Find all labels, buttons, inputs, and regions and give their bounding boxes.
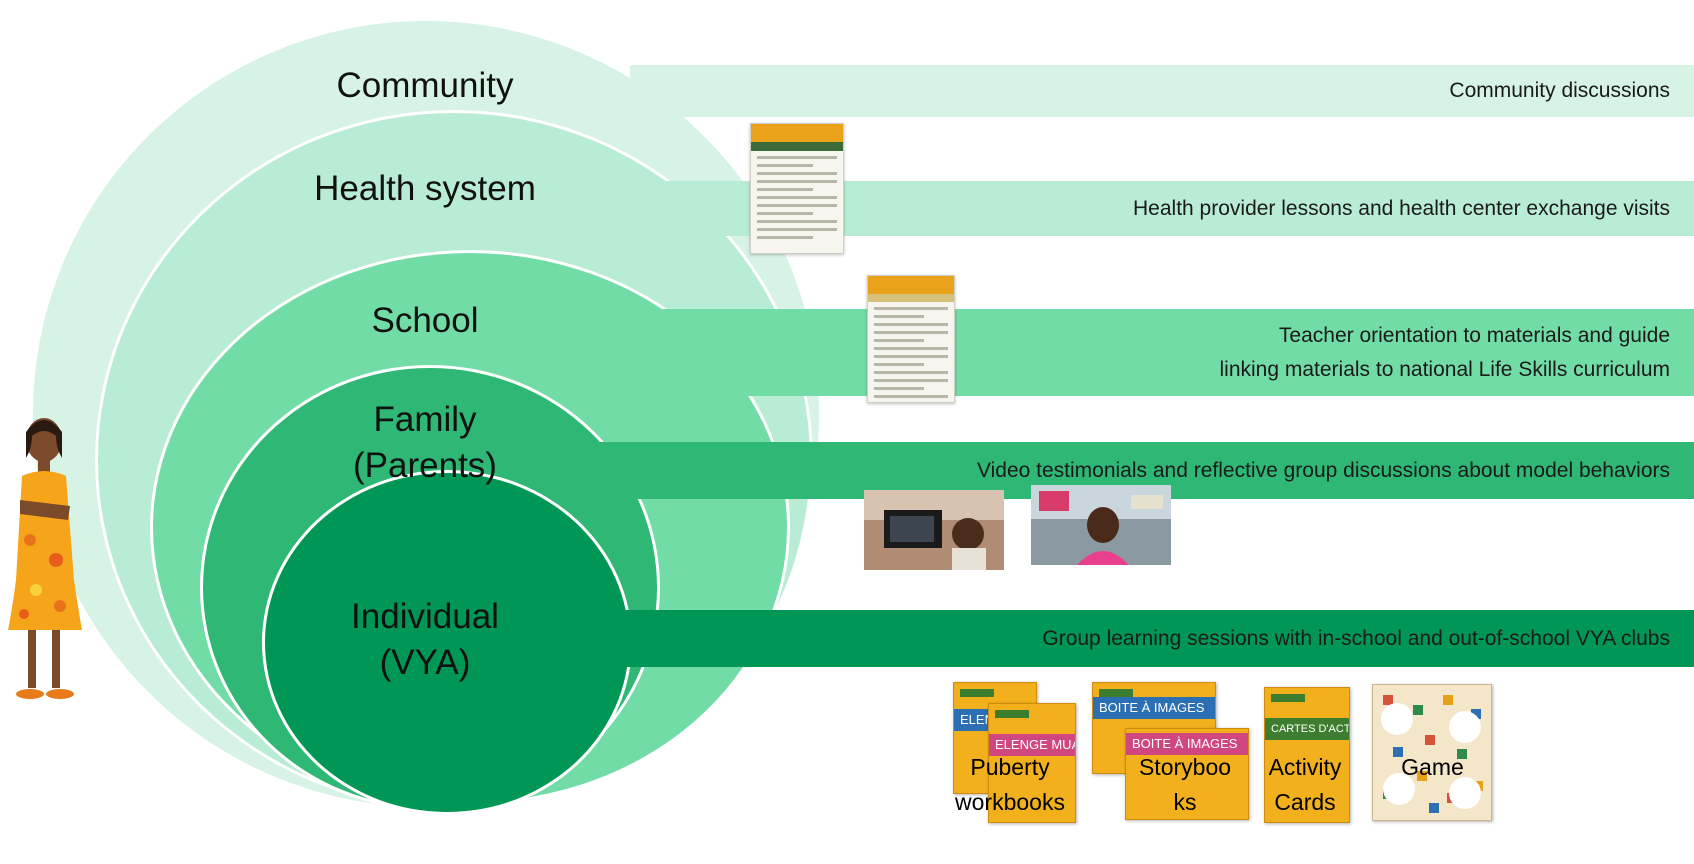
- label-individual-line1: Individual: [351, 597, 499, 636]
- label-individual-line2: (VYA): [379, 643, 471, 682]
- label-family-line1: Family: [373, 400, 477, 439]
- label-storybooks-line2: ks: [1173, 789, 1197, 815]
- puberty-workbook-front-title: ELENGE MUASI: [989, 734, 1075, 756]
- label-puberty-line2: workbooks: [955, 789, 1065, 815]
- band-individual: Group learning sessions with in-school a…: [575, 610, 1694, 667]
- activity-cards-cover: CARTES D'ACTIVITÉS: [1264, 687, 1350, 823]
- parent-testimonial-photo: [1031, 485, 1171, 565]
- label-puberty-line1: Puberty: [970, 754, 1050, 780]
- band-community-text: Community discussions: [1449, 79, 1670, 102]
- label-individual: Individual (VYA): [351, 594, 499, 686]
- band-school-line1: Teacher orientation to materials and gui…: [1278, 323, 1670, 347]
- adolescent-girl-illustration: [8, 418, 82, 699]
- label-storybooks: Storyboo ks: [1130, 750, 1240, 820]
- storybook-front-title: BOITE À IMAGES: [1126, 733, 1248, 755]
- label-storybooks-line1: Storyboo: [1138, 754, 1232, 780]
- band-school-line2: linking materials to national Life Skill…: [1219, 357, 1670, 381]
- teacher-guide-thumbnail: [867, 275, 955, 403]
- puberty-workbook-cover-front: ELENGE MUASI: [988, 703, 1076, 823]
- activity-cards-cover-title: CARTES D'ACTIVITÉS: [1265, 718, 1349, 740]
- health-provider-guide-thumbnail: [750, 123, 844, 254]
- ring-individual: [262, 470, 632, 815]
- label-community: Community: [336, 66, 514, 105]
- band-health-text: Health provider lessons and health cente…: [1133, 196, 1670, 220]
- label-puberty-workbooks: Puberty workbooks: [935, 750, 1085, 820]
- label-activity-line1: Activity: [1268, 754, 1342, 780]
- game-board: [1372, 684, 1492, 821]
- label-family: Family (Parents): [353, 397, 497, 489]
- storybook-cover-front: BOITE À IMAGES: [1125, 728, 1249, 820]
- label-school: School: [371, 301, 479, 340]
- label-game: Game: [1401, 754, 1464, 780]
- band-family-text: Video testimonials and reflective group …: [976, 458, 1670, 482]
- band-school-text: Teacher orientation to materials and gui…: [1219, 319, 1670, 387]
- band-community: Community discussions: [630, 65, 1694, 117]
- label-family-line2: (Parents): [353, 446, 497, 485]
- band-individual-text: Group learning sessions with in-school a…: [1042, 626, 1670, 650]
- label-activity-cards: Activity Cards: [1250, 750, 1360, 820]
- storybook-back-title: BOITE À IMAGES: [1093, 697, 1215, 719]
- band-school: Teacher orientation to materials and gui…: [590, 309, 1694, 396]
- video-recording-photo: [864, 490, 1004, 570]
- label-activity-line2: Cards: [1274, 789, 1336, 815]
- label-health-system: Health system: [314, 169, 536, 208]
